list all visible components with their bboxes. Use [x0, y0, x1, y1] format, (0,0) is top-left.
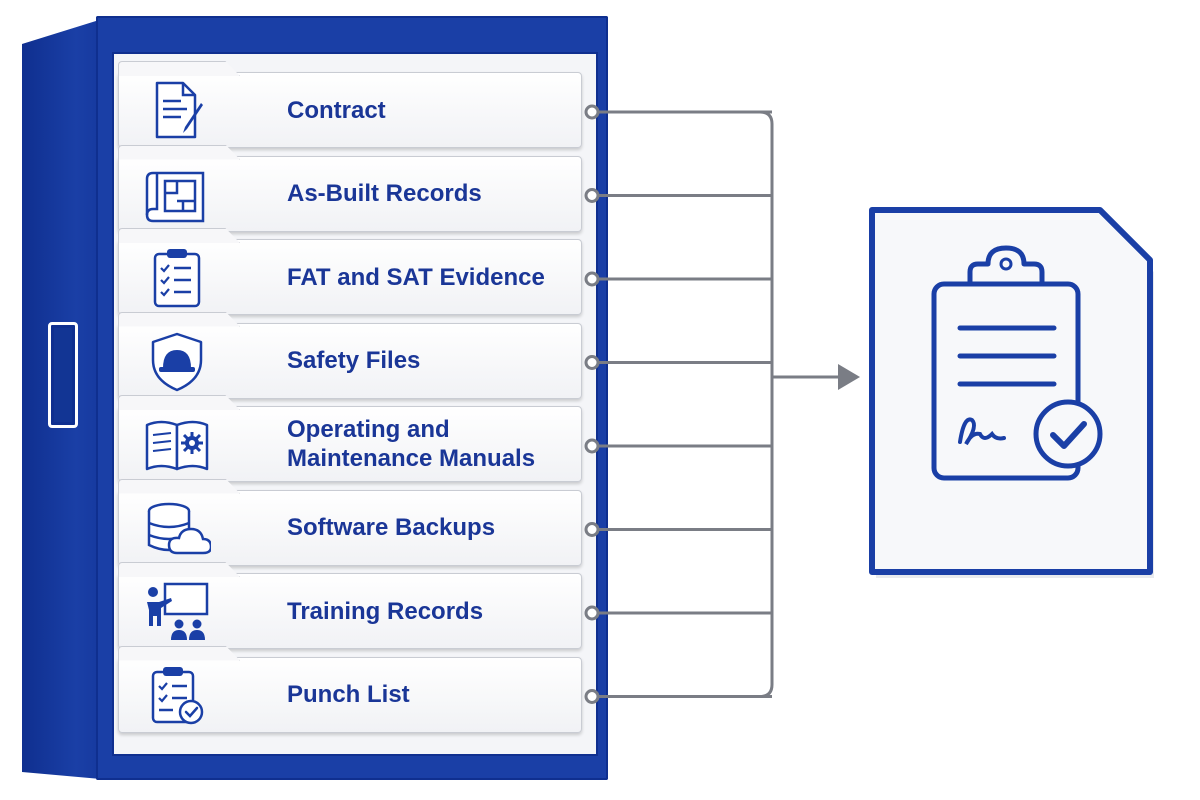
folder-item: Safety Files: [118, 311, 582, 399]
arrow-head-icon: [838, 364, 860, 390]
folder-tab: [118, 228, 240, 243]
safety-helmet-shield-icon: [151, 332, 203, 391]
folder-label: Punch List: [287, 681, 410, 708]
folder-tab: [118, 61, 240, 76]
folder-label: Safety Files: [287, 347, 421, 374]
folder-tab: [118, 311, 240, 327]
folder-label: Contract: [287, 96, 386, 124]
punch-list-clipboard-icon: [151, 666, 204, 724]
blueprint-icon: [145, 171, 205, 222]
folder-label: Operating and Maintenance Manuals: [287, 416, 536, 472]
folder-item: Training Records: [118, 562, 582, 649]
handover-document: [869, 207, 1154, 578]
folder-item: Punch List: [118, 645, 582, 733]
connector-bus: [759, 110, 774, 698]
folder-label: FAT and SAT Evidence: [287, 263, 545, 291]
folder-label: Software Backups: [287, 514, 496, 541]
cabinet-handle: [48, 322, 78, 428]
folder-item: FAT and SAT Evidence: [118, 228, 582, 315]
manual-book-gear-icon: [145, 420, 209, 471]
folder-label: As-Built Records: [287, 180, 482, 207]
folder-tab: [118, 144, 240, 160]
folder-label: Training Records: [287, 597, 484, 625]
folder-item: As-Built Records: [118, 144, 582, 232]
folder-item: Contract: [118, 61, 582, 148]
checklist-clipboard-icon: [153, 249, 201, 308]
folder-item: Operating and Maintenance Manuals: [118, 395, 582, 482]
folder-item: Software Backups: [118, 478, 582, 566]
database-cloud-icon: [147, 502, 211, 554]
folder-tab: [118, 478, 240, 494]
folder-tab: [118, 395, 240, 410]
signed-clipboard-check-icon: [931, 245, 1103, 481]
trainer-presentation-icon: [147, 582, 209, 640]
folder-tab: [118, 562, 240, 577]
contract-document-icon: [155, 81, 203, 139]
folder-tab: [118, 645, 240, 661]
